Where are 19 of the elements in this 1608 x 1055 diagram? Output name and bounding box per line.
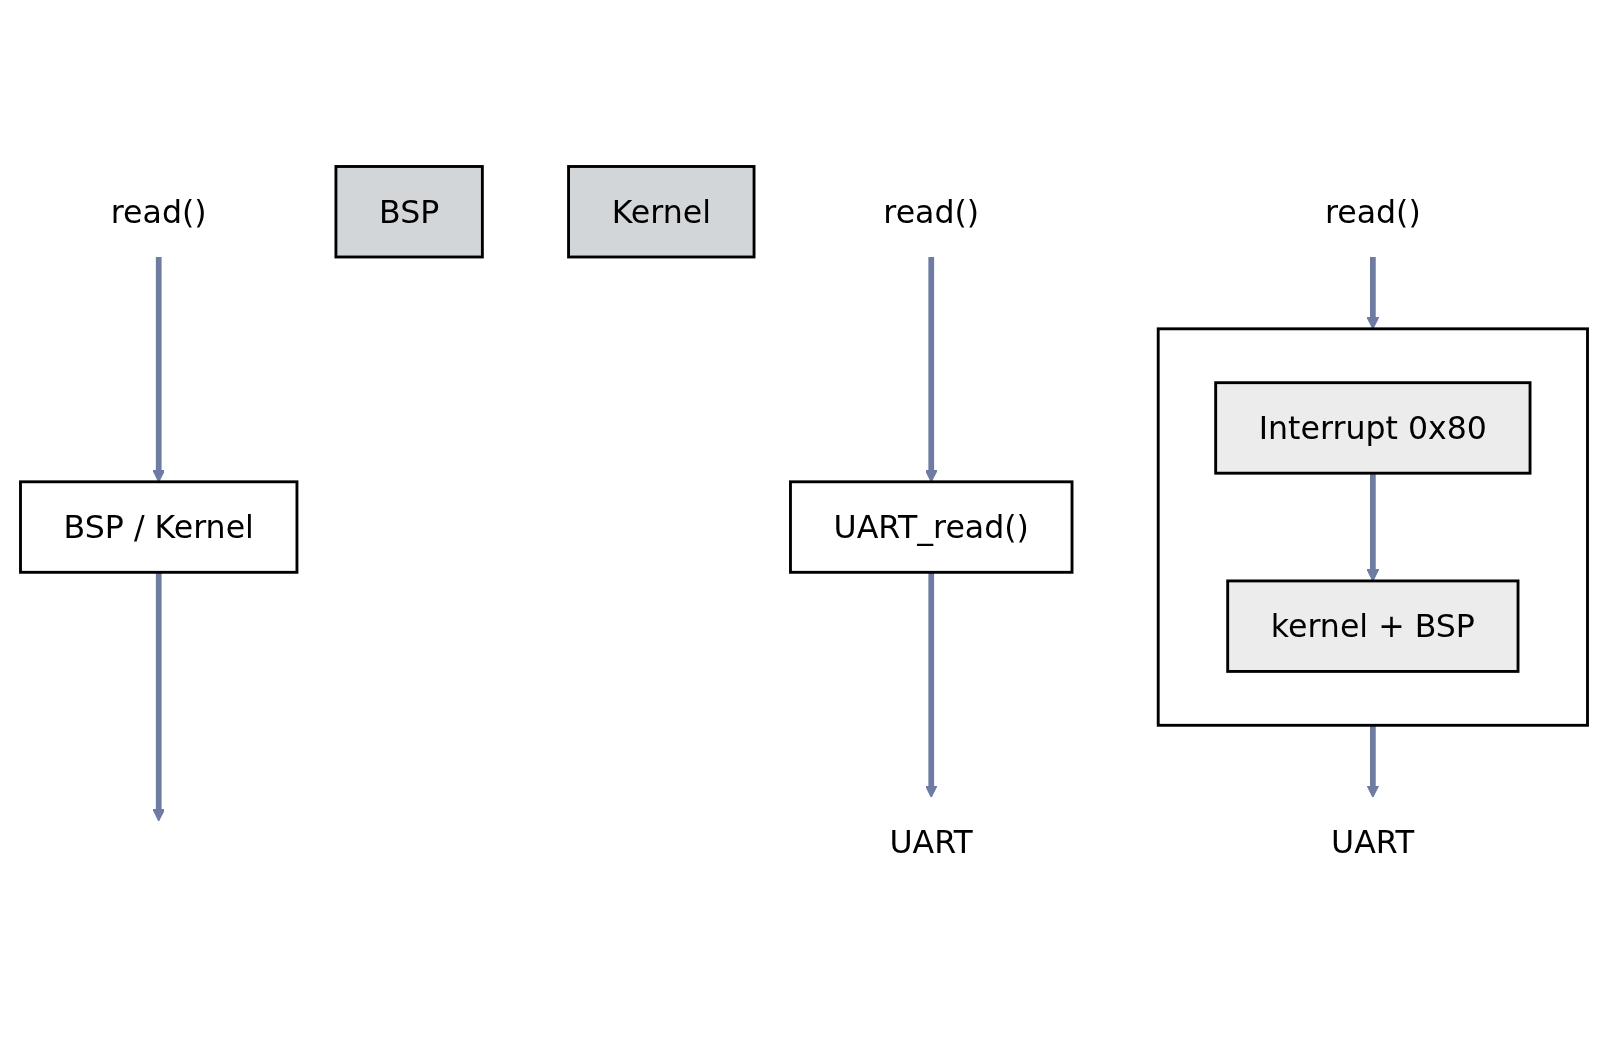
node-box: Interrupt 0x80 bbox=[1214, 381, 1532, 476]
arrow bbox=[1366, 473, 1380, 582]
arrow bbox=[924, 572, 938, 799]
node-text: read() bbox=[110, 194, 207, 231]
node-box: kernel + BSP bbox=[1226, 579, 1520, 674]
node-box: UART_read() bbox=[789, 480, 1074, 575]
arrow bbox=[924, 257, 938, 483]
cluster bbox=[1156, 327, 1589, 728]
node-box: Kernel bbox=[567, 165, 756, 259]
arrow bbox=[152, 572, 166, 822]
node-box: BSP / Kernel bbox=[19, 480, 299, 575]
arrow bbox=[152, 257, 166, 483]
node-text: UART bbox=[1331, 824, 1415, 861]
node-text: read() bbox=[883, 194, 980, 231]
arrow bbox=[1366, 257, 1380, 330]
node-box: BSP bbox=[334, 165, 484, 259]
arrow bbox=[1366, 725, 1380, 799]
node-text: read() bbox=[1324, 194, 1421, 231]
node-text: UART bbox=[889, 824, 974, 861]
